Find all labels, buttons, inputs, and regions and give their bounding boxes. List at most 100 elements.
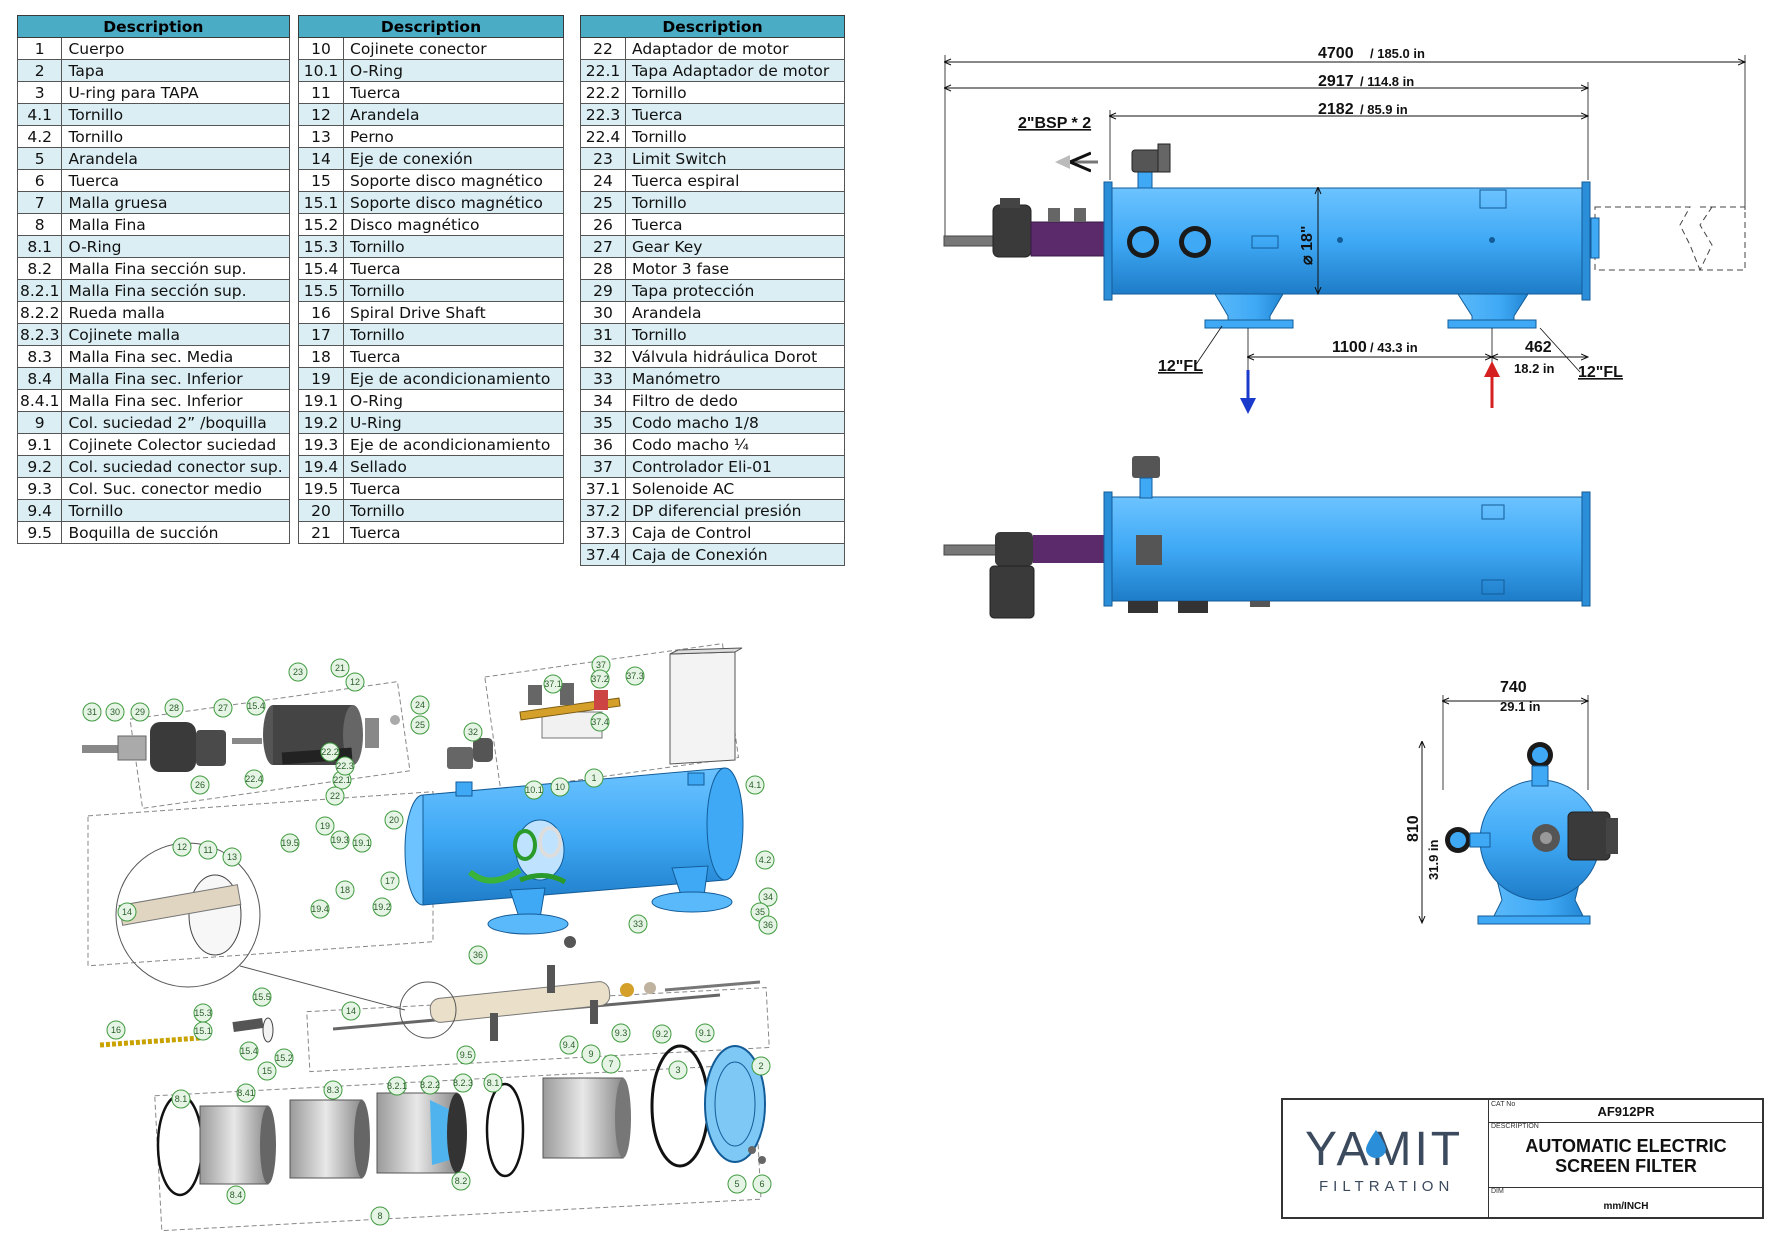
callout-bubble: 12 [345, 672, 365, 692]
callout-label: 19.5 [281, 838, 299, 848]
cat-label: CAT No [1491, 1101, 1516, 1108]
callout-bubble: 12 [172, 837, 192, 857]
part-number: 19.2 [298, 411, 344, 434]
part-description: Tornillo [625, 81, 845, 104]
callout-label: 8.4 [230, 1190, 243, 1200]
part-number: 18 [298, 345, 344, 368]
callout-bubble: 21 [330, 658, 350, 678]
part-number: 15.5 [298, 279, 344, 302]
callout-bubble: 10.1 [524, 780, 544, 800]
part-description: Disco magnético [343, 213, 564, 236]
dim-label: DIM [1491, 1188, 1504, 1195]
dim-overall-in: / 185.0 in [1370, 46, 1425, 61]
part-number: 8.4.1 [16, 389, 63, 412]
callout-label: 31 [87, 707, 97, 717]
callout-bubble: 37.1 [543, 674, 563, 694]
callout-label: 15.2 [275, 1053, 293, 1063]
exploded-view [82, 643, 770, 1232]
part-description: Tornillo [343, 235, 564, 258]
part-description: Malla Fina sec. Inferior [61, 389, 290, 412]
callout-label: 32 [468, 727, 478, 737]
callout-label: 9.5 [460, 1050, 473, 1060]
callout-bubble: 9.3 [611, 1023, 631, 1043]
table-header: Description [17, 15, 290, 38]
callout-label: 8.3 [327, 1085, 340, 1095]
callout-label: 9.2 [656, 1029, 669, 1039]
callout-bubble: 8.41 [236, 1083, 256, 1103]
part-number: 15 [298, 169, 344, 192]
dim-inner-in: / 85.9 in [1360, 102, 1408, 117]
callout-bubble: 37.3 [625, 666, 645, 686]
part-number: 19.4 [298, 455, 344, 478]
callout-label: 36 [473, 950, 483, 960]
callout-bubble: 9 [581, 1044, 601, 1064]
callout-label: 36 [763, 920, 773, 930]
part-description: Tornillo [625, 125, 845, 148]
callout-bubble: 20 [384, 810, 404, 830]
part-description: Caja de Control [625, 521, 845, 544]
part-description: Col. suciedad conector sup. [61, 455, 290, 478]
callout-bubble: 37.2 [590, 669, 610, 689]
part-number: 9.3 [16, 477, 63, 500]
callout-bubble: 15.4 [246, 696, 266, 716]
callout-label: 19.2 [373, 902, 391, 912]
part-description: Eje de acondicionamiento [343, 367, 564, 390]
callout-label: 27 [218, 703, 228, 713]
part-number: 14 [298, 147, 344, 170]
callout-label: 8.1 [175, 1094, 188, 1104]
part-description: Motor 3 fase [625, 257, 845, 280]
part-description: O-Ring [343, 59, 564, 82]
dim-units: mm/INCH [1603, 1201, 1649, 1212]
callout-bubble: 36 [468, 945, 488, 965]
part-number: 8.2.1 [16, 279, 63, 302]
callout-label: 4.2 [759, 855, 772, 865]
part-number: 9.4 [16, 499, 63, 522]
callout-bubble: 8.2.1 [387, 1076, 407, 1096]
callout-bubble: 15.3 [193, 1003, 213, 1023]
outlet-arrow [1240, 398, 1256, 414]
part-number: 15.2 [298, 213, 344, 236]
callout-bubble: 8.1 [171, 1089, 191, 1109]
callout-bubble: 19.5 [280, 833, 300, 853]
callout-label: 8 [377, 1211, 382, 1221]
dim-overall-mm: 4700 [1318, 45, 1354, 62]
callout-bubble: 23 [288, 662, 308, 682]
part-description: Perno [343, 125, 564, 148]
callout-bubble: 33 [628, 914, 648, 934]
callout-bubble: 8.2.3 [453, 1073, 473, 1093]
callout-label: 30 [110, 707, 120, 717]
callout-label: 37.3 [626, 671, 644, 681]
callout-label: 8.2 [455, 1176, 468, 1186]
callout-bubble: 15.1 [193, 1021, 213, 1041]
part-number: 30 [580, 301, 626, 324]
part-description: Malla gruesa [61, 191, 290, 214]
part-number: 33 [580, 367, 626, 390]
callout-label: 33 [633, 919, 643, 929]
callout-bubble: 14 [117, 902, 137, 922]
part-description: Válvula hidráulica Dorot [625, 345, 845, 368]
part-number: 8 [16, 213, 63, 236]
callout-label: 28 [169, 703, 179, 713]
part-description: Tuerca espiral [625, 169, 845, 192]
part-number: 8.2.2 [16, 301, 63, 324]
part-number: 16 [298, 301, 344, 324]
part-description: Eje de acondicionamiento [343, 433, 564, 456]
part-description: O-Ring [343, 389, 564, 412]
part-description: Tornillo [343, 323, 564, 346]
callout-label: 37.2 [591, 674, 609, 684]
bsp-label: 2"BSP * 2 [1018, 115, 1091, 132]
